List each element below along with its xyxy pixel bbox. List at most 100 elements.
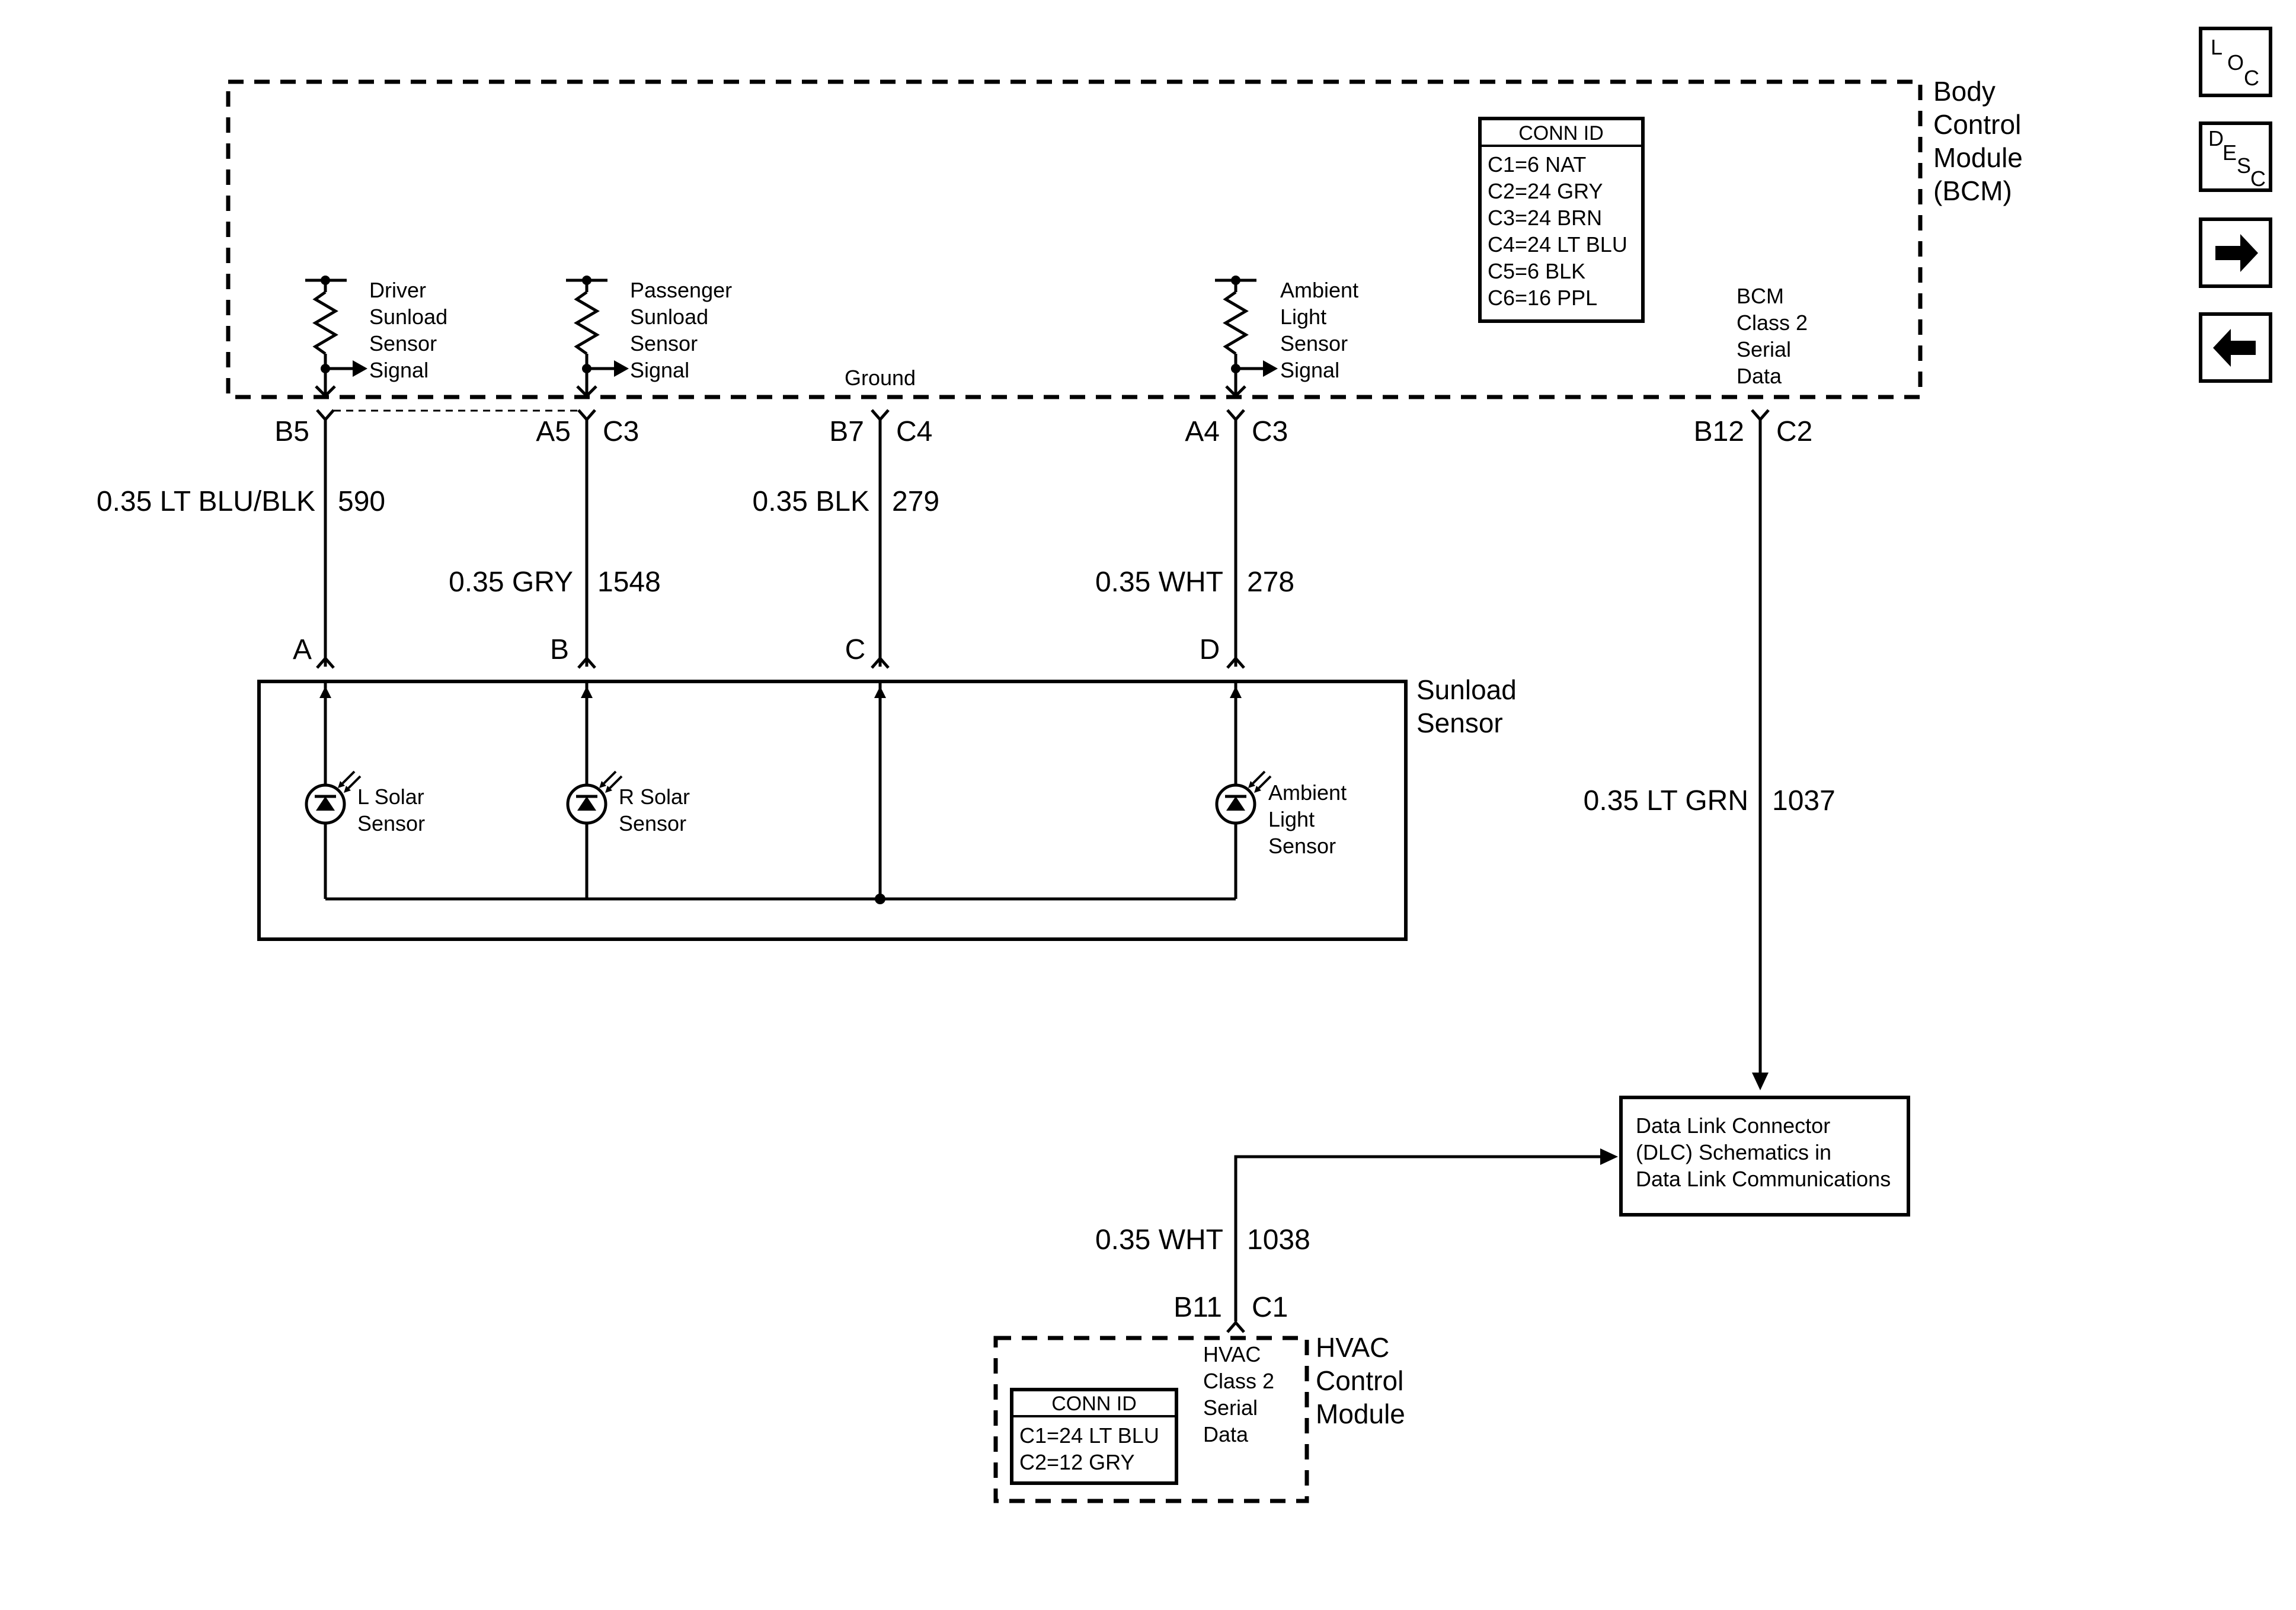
pin-b7-label: B7 bbox=[829, 416, 864, 447]
sunload-arrow bbox=[1230, 686, 1242, 698]
hvac-conn-header: CONN ID bbox=[1051, 1393, 1137, 1415]
pin-b12-connector-label: C2 bbox=[1776, 416, 1812, 447]
dlc-box bbox=[1619, 1096, 1910, 1217]
terminal-b-label: B bbox=[550, 634, 569, 665]
bcm-conn-row: C4=24 LT BLU bbox=[1488, 232, 1627, 257]
wire-1548-circuit: 1548 bbox=[597, 566, 661, 598]
bcm-outline bbox=[226, 79, 1923, 399]
hvac-conn-row: C2=12 GRY bbox=[1019, 1450, 1134, 1474]
svg-text:E: E bbox=[2223, 140, 2237, 165]
wire-1037-arrow bbox=[1752, 1073, 1769, 1090]
connector-pin-a4 bbox=[1226, 409, 1245, 422]
wire-1038-arrow bbox=[1600, 1148, 1618, 1165]
forward-arrow-button[interactable] bbox=[2199, 217, 2272, 288]
bcm-conn-row: C1=6 NAT bbox=[1488, 152, 1586, 177]
sunload-ground-junction bbox=[875, 894, 885, 904]
back-arrow-button[interactable] bbox=[2199, 312, 2272, 383]
bcm-title-line1: Body bbox=[1933, 76, 1996, 107]
driver-signal-label: Driver bbox=[369, 278, 426, 302]
hvac-class2-label: Serial bbox=[1203, 1395, 1258, 1420]
passenger-signal-label: Sunload bbox=[630, 305, 708, 329]
pin-b11-connector-label: C1 bbox=[1252, 1292, 1288, 1323]
wire-1037-circuit: 1037 bbox=[1772, 785, 1835, 817]
bcm-class2-label: Data bbox=[1737, 364, 1782, 388]
wire-590-color: 0.35 LT BLU/BLK bbox=[97, 486, 315, 517]
svg-text:C: C bbox=[2250, 167, 2266, 191]
passenger-signal-label: Signal bbox=[630, 358, 689, 382]
bcm-class2-label: Class 2 bbox=[1737, 311, 1808, 335]
wire-279-circuit: 279 bbox=[892, 486, 939, 517]
driver-signal-label: Signal bbox=[369, 358, 428, 382]
r-solar-photodiode-icon bbox=[566, 770, 623, 825]
bcm-class2-label: Serial bbox=[1737, 337, 1791, 361]
wire-1548-color: 0.35 GRY bbox=[449, 566, 573, 598]
sunload-sensor-box bbox=[257, 680, 1408, 941]
connector-pin-b12 bbox=[1751, 409, 1770, 422]
terminal-d-chevron bbox=[1226, 656, 1245, 669]
hvac-outline bbox=[993, 1336, 1309, 1503]
wire-1038-circuit: 1038 bbox=[1247, 1224, 1310, 1256]
pin-b11-label: B11 bbox=[1173, 1292, 1222, 1323]
sunload-arrow bbox=[581, 686, 593, 698]
wire-590-circuit: 590 bbox=[338, 486, 385, 517]
dlc-line: (DLC) Schematics in bbox=[1636, 1140, 1831, 1164]
sunload-arrow bbox=[319, 686, 331, 698]
ambient-pullup-resistor-symbol bbox=[1215, 276, 1278, 398]
r-solar-label: Sensor bbox=[619, 811, 686, 836]
hvac-class2-label: Class 2 bbox=[1203, 1369, 1274, 1393]
ambient-signal-label: Ambient bbox=[1280, 278, 1358, 302]
hvac-title-line2: Control bbox=[1316, 1365, 1403, 1396]
hvac-class2-label: Data bbox=[1203, 1422, 1249, 1446]
l-solar-label: Sensor bbox=[357, 811, 425, 836]
bcm-conn-row: C3=24 BRN bbox=[1488, 206, 1602, 230]
svg-text:S: S bbox=[2237, 153, 2251, 178]
hvac-conn-row: C1=24 LT BLU bbox=[1019, 1423, 1159, 1448]
pin-b5-label: B5 bbox=[274, 416, 309, 447]
terminal-d-label: D bbox=[1200, 634, 1220, 665]
connector-pin-a5 bbox=[577, 409, 596, 422]
terminal-c-chevron bbox=[871, 656, 890, 669]
terminal-a-label: A bbox=[293, 634, 312, 665]
wire-278-color: 0.35 WHT bbox=[1095, 566, 1223, 598]
ambient-sensor-label: Sensor bbox=[1268, 834, 1336, 858]
description-button[interactable]: D E S C bbox=[2199, 121, 2272, 192]
ambient-photodiode-icon bbox=[1215, 770, 1272, 825]
ground-label: Ground bbox=[845, 366, 916, 390]
ambient-sensor-label: Light bbox=[1268, 807, 1315, 831]
bcm-conn-id-table: CONN ID C1=6 NAT C2=24 GRY C3=24 BRN C4=… bbox=[1478, 117, 1645, 323]
hvac-title-line3: Module bbox=[1316, 1398, 1405, 1429]
location-button[interactable]: L O C bbox=[2199, 27, 2272, 97]
sunload-arrow bbox=[874, 686, 886, 698]
l-solar-label: L Solar bbox=[357, 785, 424, 809]
pin-b12-label: B12 bbox=[1694, 416, 1744, 447]
passenger-pullup-resistor-symbol bbox=[566, 276, 629, 398]
driver-pullup-resistor-symbol bbox=[305, 276, 367, 398]
wire-279-color: 0.35 BLK bbox=[753, 486, 869, 517]
wire-278-circuit: 278 bbox=[1247, 566, 1294, 598]
right-arrow-icon bbox=[2215, 234, 2258, 272]
bcm-class2-label: BCM bbox=[1737, 284, 1784, 308]
sunload-title-line2: Sensor bbox=[1416, 708, 1503, 738]
bcm-title-line3: Module bbox=[1933, 142, 2023, 173]
wire-1037-color: 0.35 LT GRN bbox=[1584, 785, 1748, 817]
pin-a4-connector-label: C3 bbox=[1252, 416, 1288, 447]
driver-signal-label: Sensor bbox=[369, 331, 437, 356]
terminal-b-chevron bbox=[577, 656, 596, 669]
connector-pin-b11 bbox=[1226, 1320, 1245, 1333]
driver-signal-label: Sunload bbox=[369, 305, 447, 329]
svg-text:L: L bbox=[2211, 35, 2223, 59]
left-arrow-icon bbox=[2213, 329, 2256, 367]
dlc-line: Data Link Connector bbox=[1636, 1113, 1830, 1138]
pin-b7-connector-label: C4 bbox=[896, 416, 932, 447]
l-solar-photodiode-icon bbox=[305, 770, 362, 825]
connector-pin-b5 bbox=[316, 409, 335, 422]
svg-text:O: O bbox=[2227, 50, 2244, 75]
bcm-conn-header: CONN ID bbox=[1518, 122, 1604, 145]
pin-a5-label: A5 bbox=[536, 416, 571, 447]
pin-a4-label: A4 bbox=[1185, 416, 1220, 447]
ambient-signal-label: Light bbox=[1280, 305, 1326, 329]
bcm-conn-row: C5=6 BLK bbox=[1488, 259, 1585, 283]
hvac-conn-id-table: CONN ID C1=24 LT BLU C2=12 GRY bbox=[1010, 1388, 1178, 1485]
connector-pin-b7 bbox=[871, 409, 890, 422]
